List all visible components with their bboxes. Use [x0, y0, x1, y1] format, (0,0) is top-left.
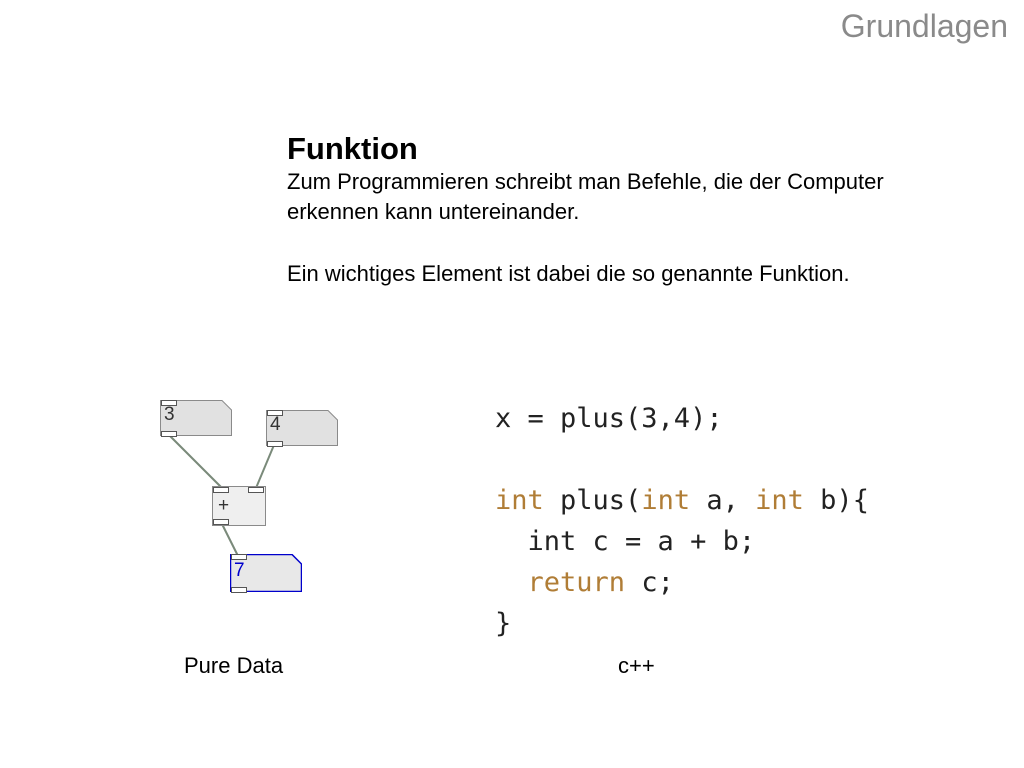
pd-outlet: [213, 519, 229, 525]
code-keyword: int: [641, 485, 691, 516]
pd-inlet: [161, 400, 177, 406]
pd-number-shape: [266, 410, 338, 446]
code-keyword: return: [527, 567, 626, 598]
code-keyword: int: [495, 485, 544, 516]
pd-connection-a: [167, 433, 223, 489]
code-line-3: int plus(int a, int b){: [495, 485, 869, 516]
text-block: Funktion Zum Programmieren schreibt man …: [287, 131, 887, 289]
code-keyword: int: [755, 485, 804, 516]
code-indent: [495, 567, 528, 598]
pd-number-value: 4: [270, 414, 281, 435]
cpp-caption: c++: [618, 653, 655, 678]
pd-inlet-right: [248, 487, 264, 493]
code-line-5: return c;: [495, 567, 674, 598]
section-heading: Funktion: [287, 131, 418, 166]
pd-number-shape: [230, 554, 302, 592]
pure-data-patch: 3 4 + 7: [150, 390, 338, 610]
pd-connection-b: [255, 444, 275, 489]
code-text: c;: [625, 567, 674, 598]
code-line-1: x = plus(3,4);: [495, 403, 723, 434]
pd-number-value: 3: [164, 404, 175, 425]
pd-operator-label: +: [218, 495, 230, 516]
code-text: b){: [803, 485, 869, 516]
pd-number-box-result[interactable]: 7: [230, 554, 302, 593]
code-block: x = plus(3,4); int plus(int a, int b){ i…: [495, 398, 869, 644]
pd-inlet: [231, 554, 247, 560]
pd-outlet: [267, 441, 283, 447]
paragraph-1: Zum Programmieren schreibt man Befehle, …: [287, 169, 884, 224]
code-line-4: int c = a + b;: [495, 526, 756, 557]
pd-inlet-left: [213, 487, 229, 493]
paragraph-2: Ein wichtiges Element ist dabei die so g…: [287, 261, 850, 286]
pd-connection-out: [221, 523, 239, 557]
slide-header-title: Grundlagen: [840, 8, 1008, 44]
pd-outlet: [161, 431, 177, 437]
pd-connections: [167, 433, 275, 557]
code-line-6: }: [495, 608, 512, 639]
pd-number-shape: [160, 400, 232, 436]
pd-number-box-b[interactable]: 4: [266, 410, 338, 447]
code-text: plus(: [543, 485, 642, 516]
pd-number-value: 7: [234, 560, 245, 581]
pd-inlet: [267, 410, 283, 416]
code-text: a,: [690, 485, 756, 516]
pd-plus-object[interactable]: +: [212, 486, 266, 526]
pd-caption: Pure Data: [184, 653, 284, 678]
pd-number-box-a[interactable]: 3: [160, 400, 232, 437]
pd-outlet: [231, 587, 247, 593]
